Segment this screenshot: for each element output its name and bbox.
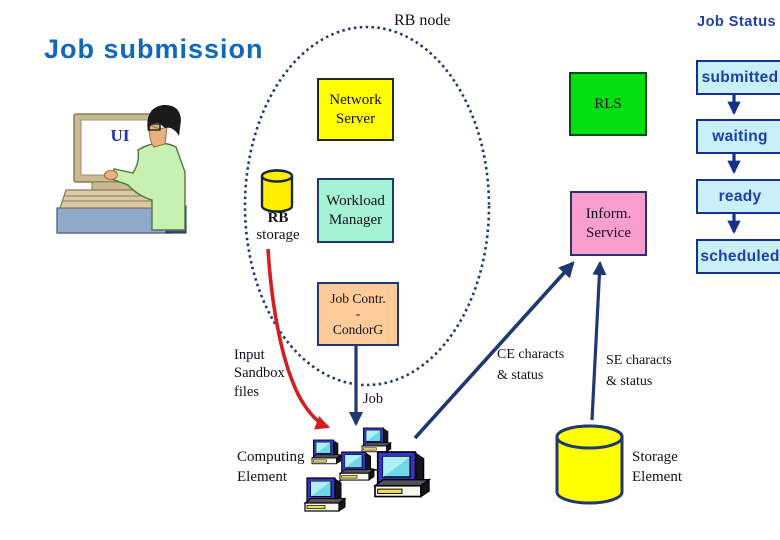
rb-storage-label-line2: storage bbox=[256, 227, 300, 243]
input-sandbox-line3: files bbox=[234, 383, 259, 400]
rb-node-label: RB node bbox=[394, 12, 451, 29]
network-server-label-line2: Server bbox=[335, 110, 376, 127]
job-controller-label-line3: CondorG bbox=[332, 321, 384, 337]
ui-screen-label: UI bbox=[110, 126, 130, 145]
rb-storage-cylinder-icon bbox=[260, 169, 294, 213]
arrow-ce-characts bbox=[413, 261, 575, 440]
ce-characts-label: CE characts & status bbox=[497, 344, 564, 386]
node-inform-service: Inform. Service bbox=[570, 191, 647, 256]
ui-user-workstation-icon bbox=[56, 104, 187, 234]
se-characts-label: SE characts & status bbox=[606, 350, 672, 392]
inform-service-label-line1: Inform. bbox=[585, 206, 632, 223]
status-box-scheduled: scheduled bbox=[696, 239, 780, 274]
rb-node-boundary-ellipse bbox=[243, 25, 491, 387]
input-sandbox-files-label: Input Sandbox files bbox=[234, 346, 285, 401]
workload-manager-label-line1: Workload bbox=[326, 193, 385, 210]
se-characts-line1: SE characts bbox=[606, 353, 672, 368]
job-controller-label-line1: Job Contr. bbox=[330, 290, 386, 306]
job-controller-label-line2: - bbox=[355, 306, 361, 322]
arrow-input-sandbox-transfer bbox=[266, 248, 331, 430]
ce-characts-line1: CE characts bbox=[497, 347, 565, 362]
input-sandbox-line2: Sandbox bbox=[234, 365, 285, 382]
se-characts-line2: & status bbox=[606, 374, 653, 389]
storage-element-line2: Element bbox=[632, 468, 682, 485]
workload-manager-label-line2: Manager bbox=[328, 211, 383, 228]
rls-label: RLS bbox=[594, 95, 622, 112]
storage-element-label: Storage Element bbox=[632, 448, 682, 488]
job-edge-label: Job bbox=[363, 391, 384, 407]
arrow-se-characts bbox=[590, 260, 607, 421]
node-job-controller-condorg: Job Contr. - CondorG bbox=[317, 282, 399, 346]
storage-element-line1: Storage bbox=[632, 449, 678, 465]
storage-element-cylinder-icon bbox=[555, 424, 624, 505]
inform-service-label-line2: Service bbox=[586, 224, 631, 241]
computing-element-label: Computing Element bbox=[237, 448, 305, 488]
computing-element-line1: Computing bbox=[237, 449, 305, 465]
node-network-server: Network Server bbox=[317, 78, 394, 141]
computing-element-cluster-icon bbox=[304, 427, 430, 512]
node-rls: RLS bbox=[569, 72, 647, 136]
job-status-column-title: Job Status bbox=[697, 14, 777, 30]
slide-title: Job submission bbox=[44, 34, 264, 64]
computing-element-line2: Element bbox=[237, 468, 287, 485]
status-box-ready: ready bbox=[696, 179, 780, 214]
network-server-label-line1: Network bbox=[329, 92, 382, 109]
ce-characts-line2: & status bbox=[497, 368, 544, 383]
status-box-submitted: submitted bbox=[696, 60, 780, 95]
status-box-waiting: waiting bbox=[696, 119, 780, 154]
input-sandbox-line1: Input bbox=[234, 347, 265, 363]
rb-storage-label-line1: RB bbox=[267, 210, 289, 226]
node-workload-manager: Workload Manager bbox=[317, 178, 394, 243]
